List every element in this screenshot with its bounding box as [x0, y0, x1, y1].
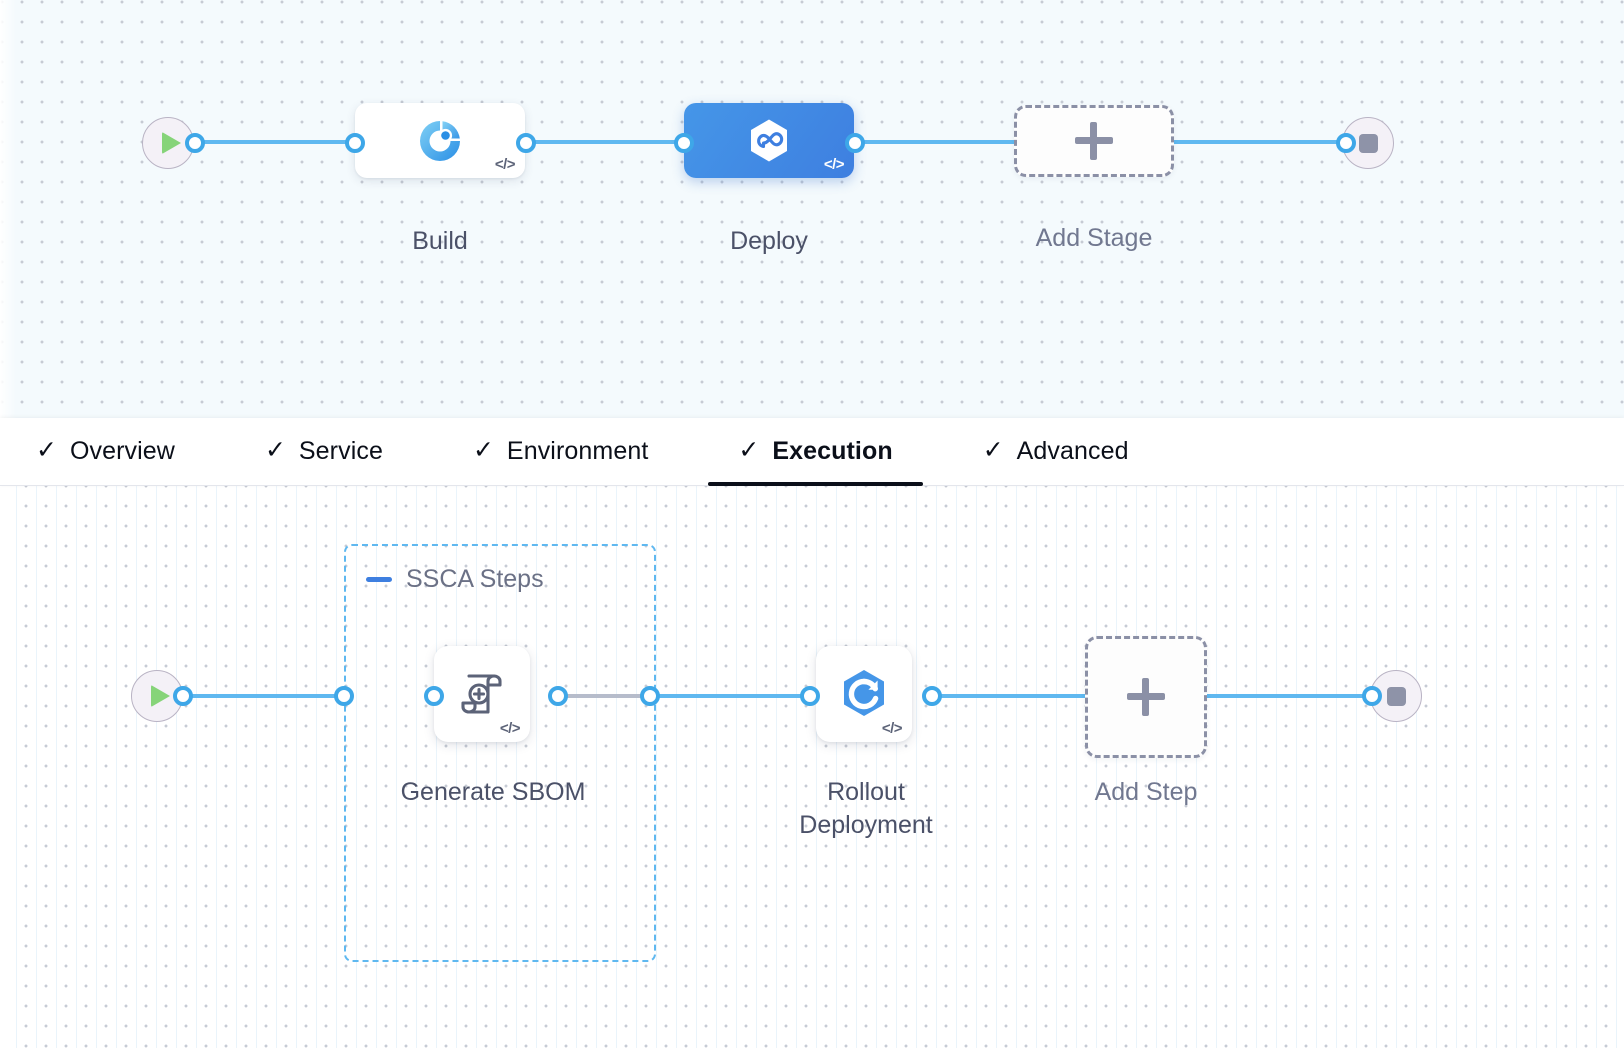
ssca-steps-group[interactable] — [344, 544, 656, 962]
stage-config-tabs[interactable]: ✓ Overview ✓ Service ✓ Environment ✓ Exe… — [0, 418, 1624, 486]
port-sbom-in[interactable] — [424, 686, 444, 706]
stage-card-deploy[interactable]: </> — [684, 103, 854, 178]
build-ci-icon — [420, 120, 460, 161]
port-build-in[interactable] — [345, 133, 365, 153]
port-exec-start-out[interactable] — [173, 686, 193, 706]
play-icon — [150, 685, 170, 707]
add-step-button[interactable] — [1085, 636, 1207, 758]
add-stage-button[interactable] — [1014, 105, 1174, 177]
check-icon: ✓ — [472, 436, 494, 464]
stop-icon — [1386, 686, 1406, 706]
play-icon — [161, 132, 181, 154]
plus-icon — [1127, 678, 1165, 716]
edge-build-to-deploy — [520, 140, 690, 144]
tab-service-label: Service — [298, 437, 383, 465]
port-group-out[interactable] — [640, 686, 660, 706]
sbom-code-badge[interactable]: </> — [499, 720, 521, 737]
deploy-code-badge[interactable]: </> — [823, 156, 845, 173]
port-end-in[interactable] — [1336, 133, 1356, 153]
step-card-rollout-deployment[interactable]: </> — [816, 646, 912, 742]
stage-card-build[interactable]: </> — [355, 103, 525, 178]
tab-service[interactable]: ✓ Service — [261, 418, 387, 486]
tab-execution[interactable]: ✓ Execution — [708, 418, 924, 486]
port-build-out[interactable] — [516, 133, 536, 153]
port-deploy-out[interactable] — [845, 133, 865, 153]
port-group-in[interactable] — [334, 686, 354, 706]
tab-advanced[interactable]: ✓ Advanced — [979, 418, 1133, 486]
plus-icon — [1075, 122, 1113, 160]
edge-addstep-to-end — [1205, 694, 1380, 698]
minus-icon[interactable] — [366, 577, 392, 582]
check-icon: ✓ — [36, 436, 57, 464]
rollout-hex-icon — [844, 670, 884, 716]
step-card-generate-sbom[interactable]: </> — [434, 646, 530, 742]
stage-label-build: Build — [412, 227, 468, 255]
edge-deploy-to-add — [848, 140, 1018, 144]
tab-overview-label: Overview — [69, 437, 175, 465]
tab-advanced-label: Advanced — [1016, 437, 1129, 465]
execution-canvas[interactable]: SSCA Steps </> — [0, 486, 1624, 1048]
edge-start-to-build — [190, 140, 360, 144]
check-icon: ✓ — [738, 436, 760, 464]
sbom-scroll-icon — [461, 674, 502, 714]
execution-end-node[interactable] — [1370, 670, 1422, 722]
stage-canvas[interactable]: </> Build </> Deploy Add Stage — [0, 0, 1624, 418]
stage-label-deploy: Deploy — [730, 227, 808, 255]
stop-icon — [1358, 133, 1378, 153]
port-rollout-in[interactable] — [800, 686, 820, 706]
pipeline-end-node[interactable] — [1342, 117, 1394, 169]
tab-overview[interactable]: ✓ Overview — [32, 418, 179, 486]
rollout-code-badge[interactable]: </> — [881, 720, 903, 737]
step-label-rollout-deployment: Rollout Deployment — [799, 778, 933, 839]
build-code-badge[interactable]: </> — [494, 156, 516, 173]
tab-environment[interactable]: ✓ Environment — [469, 418, 652, 486]
check-icon: ✓ — [264, 436, 286, 464]
port-rollout-out[interactable] — [922, 686, 942, 706]
tab-environment-label: Environment — [506, 437, 649, 465]
tab-execution-label: Execution — [772, 437, 893, 465]
port-exec-end-in[interactable] — [1362, 686, 1382, 706]
check-icon: ✓ — [982, 436, 1004, 464]
port-sbom-out[interactable] — [548, 686, 568, 706]
port-start-out[interactable] — [185, 133, 205, 153]
add-step-label: Add Step — [1094, 778, 1198, 806]
ssca-steps-group-header[interactable]: SSCA Steps — [366, 565, 544, 594]
add-stage-label: Add Stage — [1035, 224, 1153, 252]
step-label-generate-sbom: Generate SBOM — [400, 778, 586, 806]
deploy-cd-icon — [751, 119, 787, 161]
edge-start-to-group — [178, 694, 348, 698]
edge-rollout-to-addstep — [925, 694, 1090, 698]
ssca-steps-group-title: SSCA Steps — [406, 565, 544, 593]
edge-group-to-rollout — [648, 694, 818, 698]
port-deploy-in[interactable] — [674, 133, 694, 153]
edge-sbom-to-group-out — [558, 694, 652, 698]
edge-add-to-end — [1170, 140, 1350, 144]
